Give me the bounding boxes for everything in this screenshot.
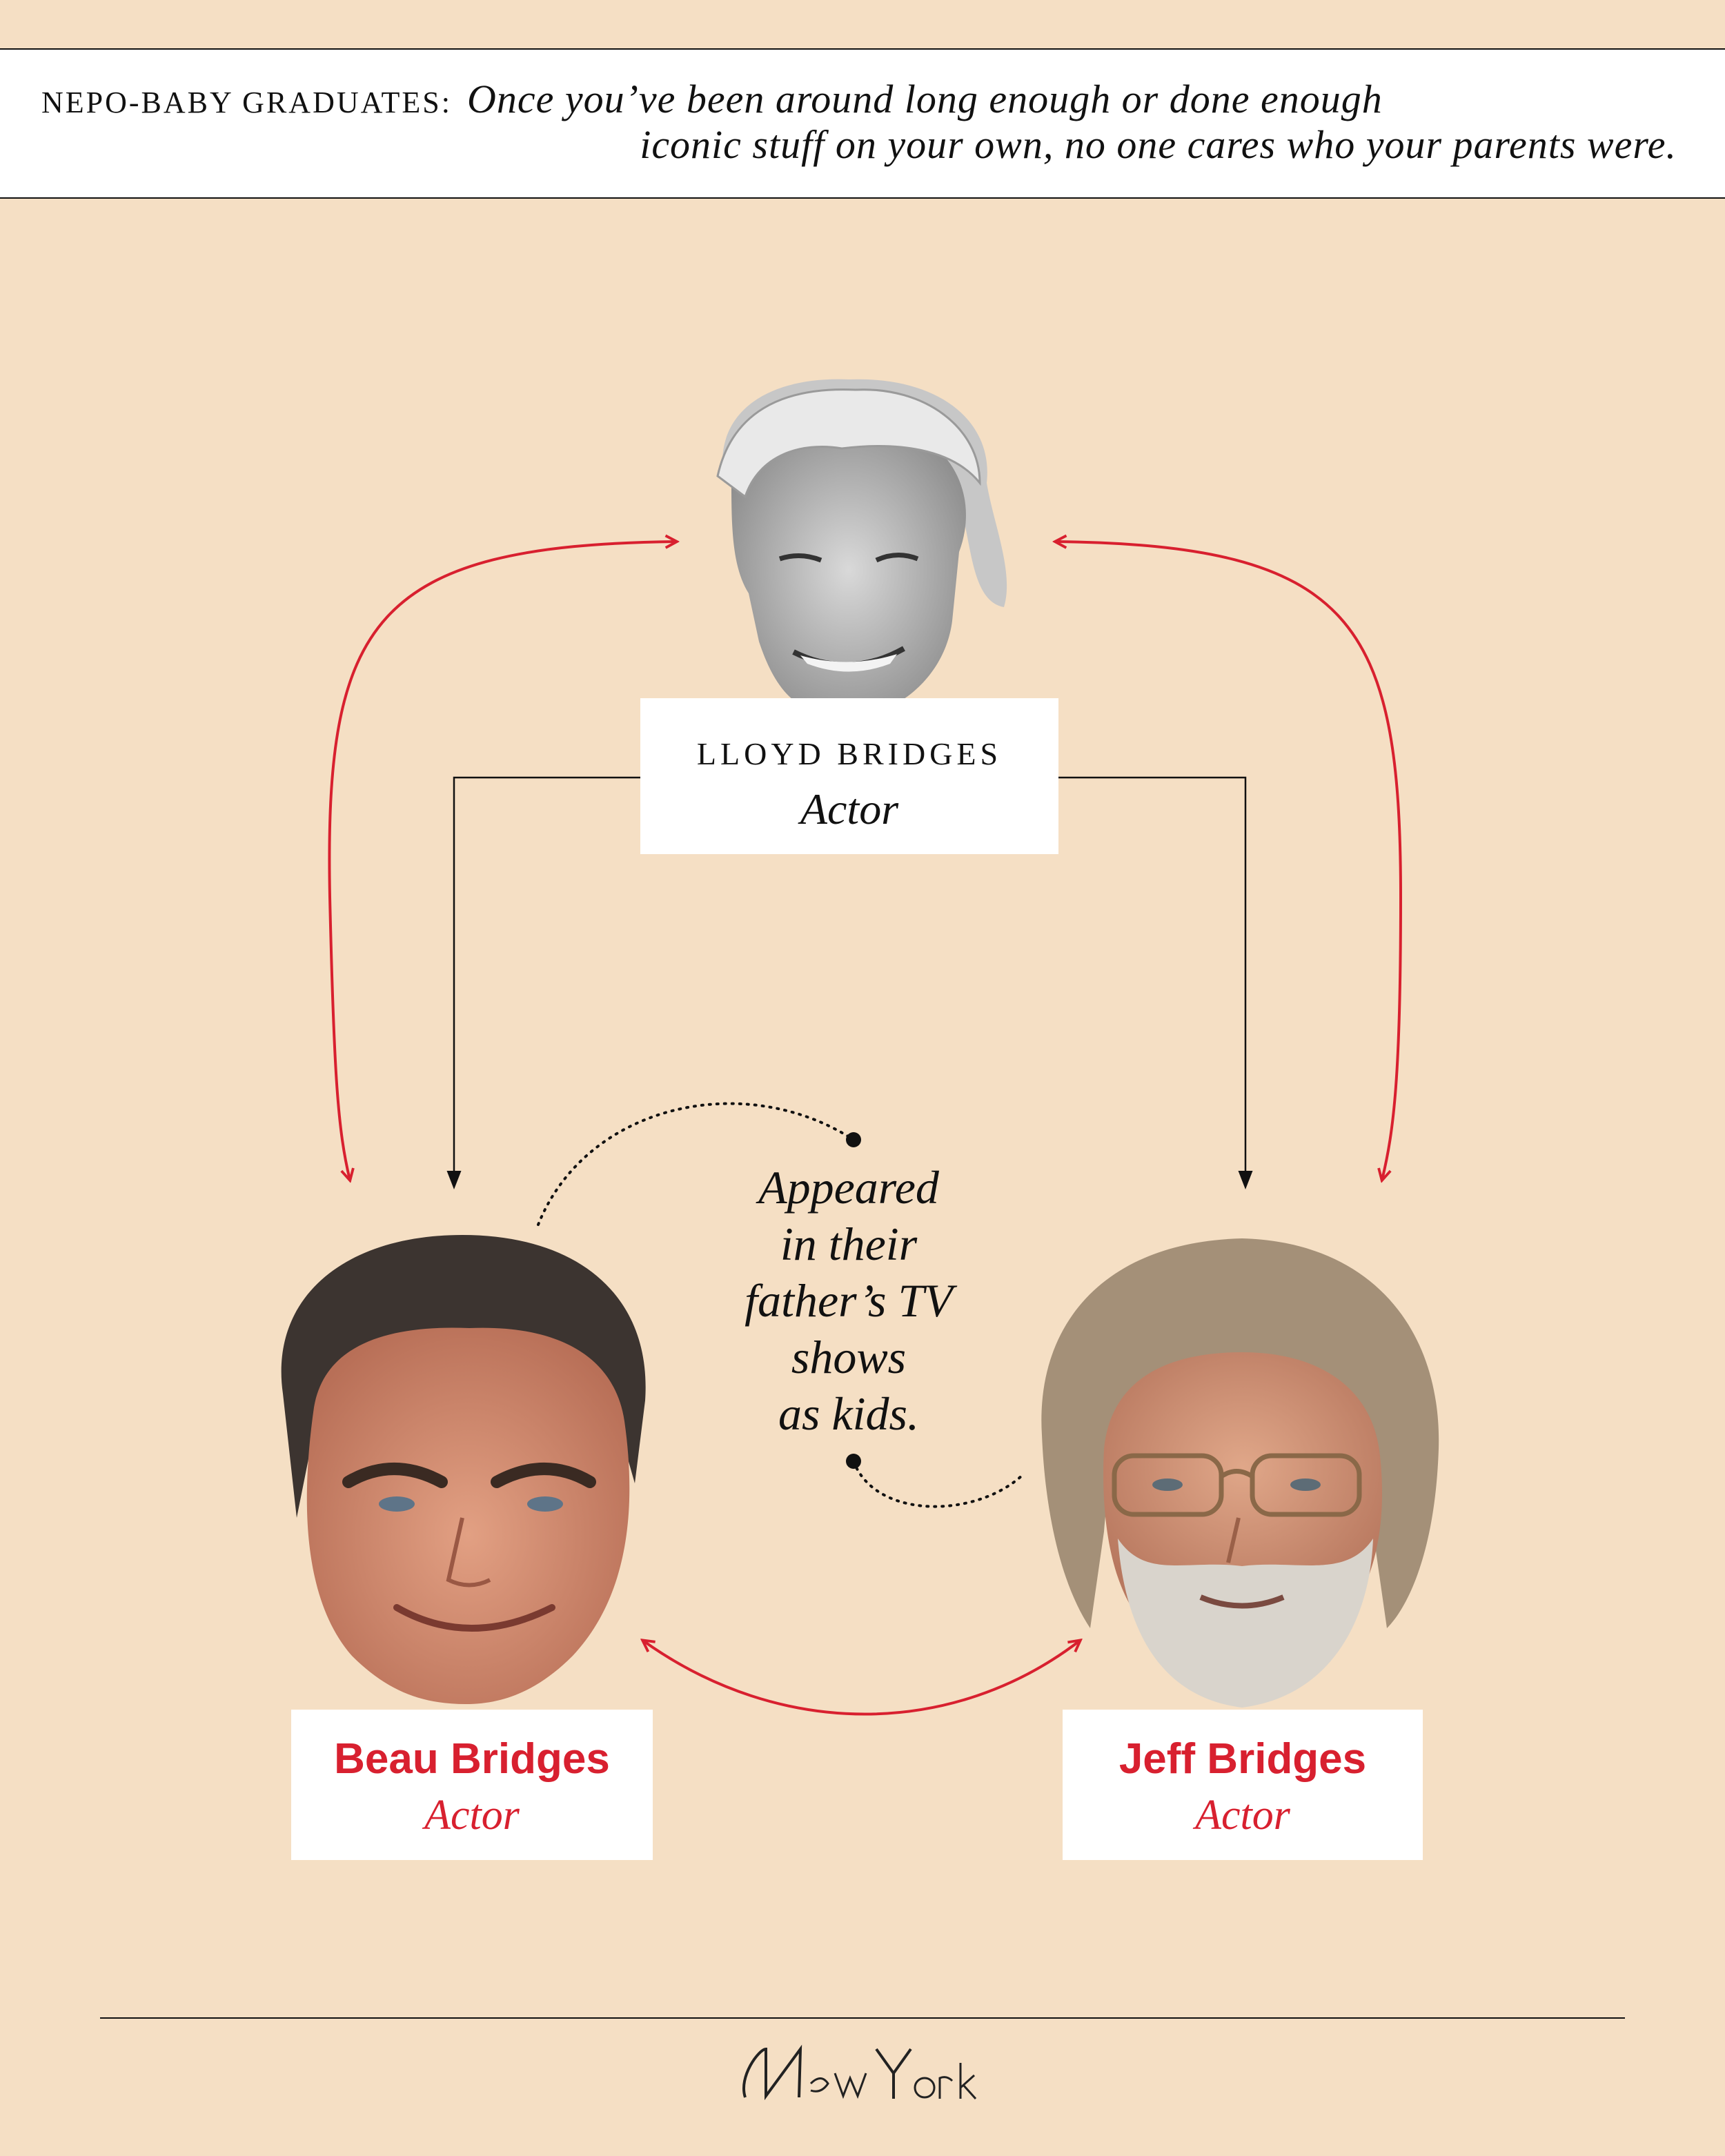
child-label-card-jeff: Jeff Bridges Actor: [1063, 1710, 1423, 1860]
new-york-logo: [0, 2035, 1725, 2126]
parent-name: LLOYD BRIDGES: [696, 736, 1003, 771]
header-line-1: NEPO-BABY GRADUATES: Once you’ve been aro…: [41, 76, 1383, 122]
dot-top: [846, 1132, 861, 1147]
lloyd-bridges-photo: [716, 379, 1007, 718]
header-deck-line-1: Once you’ve been around long enough or d…: [466, 77, 1383, 121]
annotation-line: in their: [780, 1218, 918, 1270]
footer-divider: [100, 2017, 1625, 2019]
beau-bridges-photo: [281, 1235, 646, 1704]
child-role-beau: Actor: [424, 1792, 520, 1839]
header-deck-line-2: iconic stuff on your own, no one cares w…: [640, 122, 1677, 167]
jeff-bridges-photo: [1041, 1238, 1439, 1708]
child-name-jeff: Jeff Bridges: [1118, 1735, 1367, 1783]
new-york-logo-mark: [742, 2044, 977, 2101]
child-role-jeff: Actor: [1195, 1792, 1290, 1839]
parent-label-card: LLOYD BRIDGES Actor: [640, 698, 1058, 854]
annotation-line: Appeared: [758, 1161, 939, 1214]
parent-role: Actor: [800, 784, 899, 833]
annotation-line: shows: [791, 1331, 907, 1383]
header-kicker: NEPO-BABY GRADUATES:: [41, 86, 452, 119]
child-label-card-beau: Beau Bridges Actor: [291, 1710, 653, 1860]
arc-beau-jeff: [643, 1641, 1080, 1716]
annotation-line: father’s TV: [745, 1274, 953, 1327]
arc-lloyd-beau: [328, 542, 676, 1180]
header-banner: NEPO-BABY GRADUATES: Once you’ve been aro…: [0, 48, 1725, 199]
dotted-leader-top: [537, 1102, 855, 1226]
annotation-line: as kids.: [778, 1387, 919, 1440]
annotation-text: Appeared in their father’s TV shows as k…: [697, 1159, 1000, 1442]
child-name-beau: Beau Bridges: [334, 1735, 610, 1783]
dot-bottom: [846, 1454, 861, 1469]
dotted-leader-bottom: [852, 1460, 1026, 1508]
line-lloyd-to-beau: [446, 776, 640, 1189]
arc-lloyd-jeff: [1056, 542, 1403, 1180]
line-lloyd-to-jeff: [1058, 776, 1253, 1189]
